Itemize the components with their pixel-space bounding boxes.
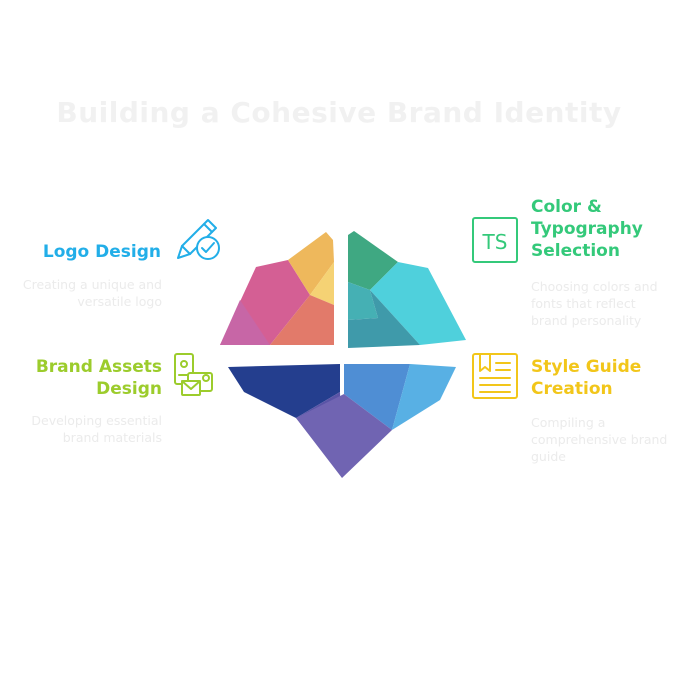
brand-assets-icon: [174, 353, 213, 396]
brand-assets-label: Brand Assets Design: [35, 357, 162, 399]
typography-ts-icon: TS: [472, 217, 518, 263]
faceted-brand-graphic: [220, 231, 466, 478]
color-typography-description: Choosing colors and fonts that reflect b…: [531, 279, 658, 328]
brand-assets-description: Developing essential brand materials: [31, 413, 162, 445]
typography-ts-text: TS: [482, 230, 508, 254]
diagram-title: Building a Cohesive Brand Identity: [56, 96, 622, 129]
style-guide-description: Compiling a comprehensive brand guide: [531, 415, 668, 464]
top-right-facets: [348, 231, 466, 348]
bottom-right-facets: [296, 364, 456, 478]
top-left-facets: [220, 232, 334, 345]
pencil-check-icon: [177, 219, 220, 260]
logo-design-label: Logo Design: [42, 242, 161, 262]
color-typography-label: Color & Typography Selection: [531, 197, 643, 261]
logo-design-description: Creating a unique and versatile logo: [22, 277, 162, 309]
style-guide-label: Style Guide Creation: [531, 357, 642, 399]
style-guide-book-icon: [472, 353, 518, 399]
